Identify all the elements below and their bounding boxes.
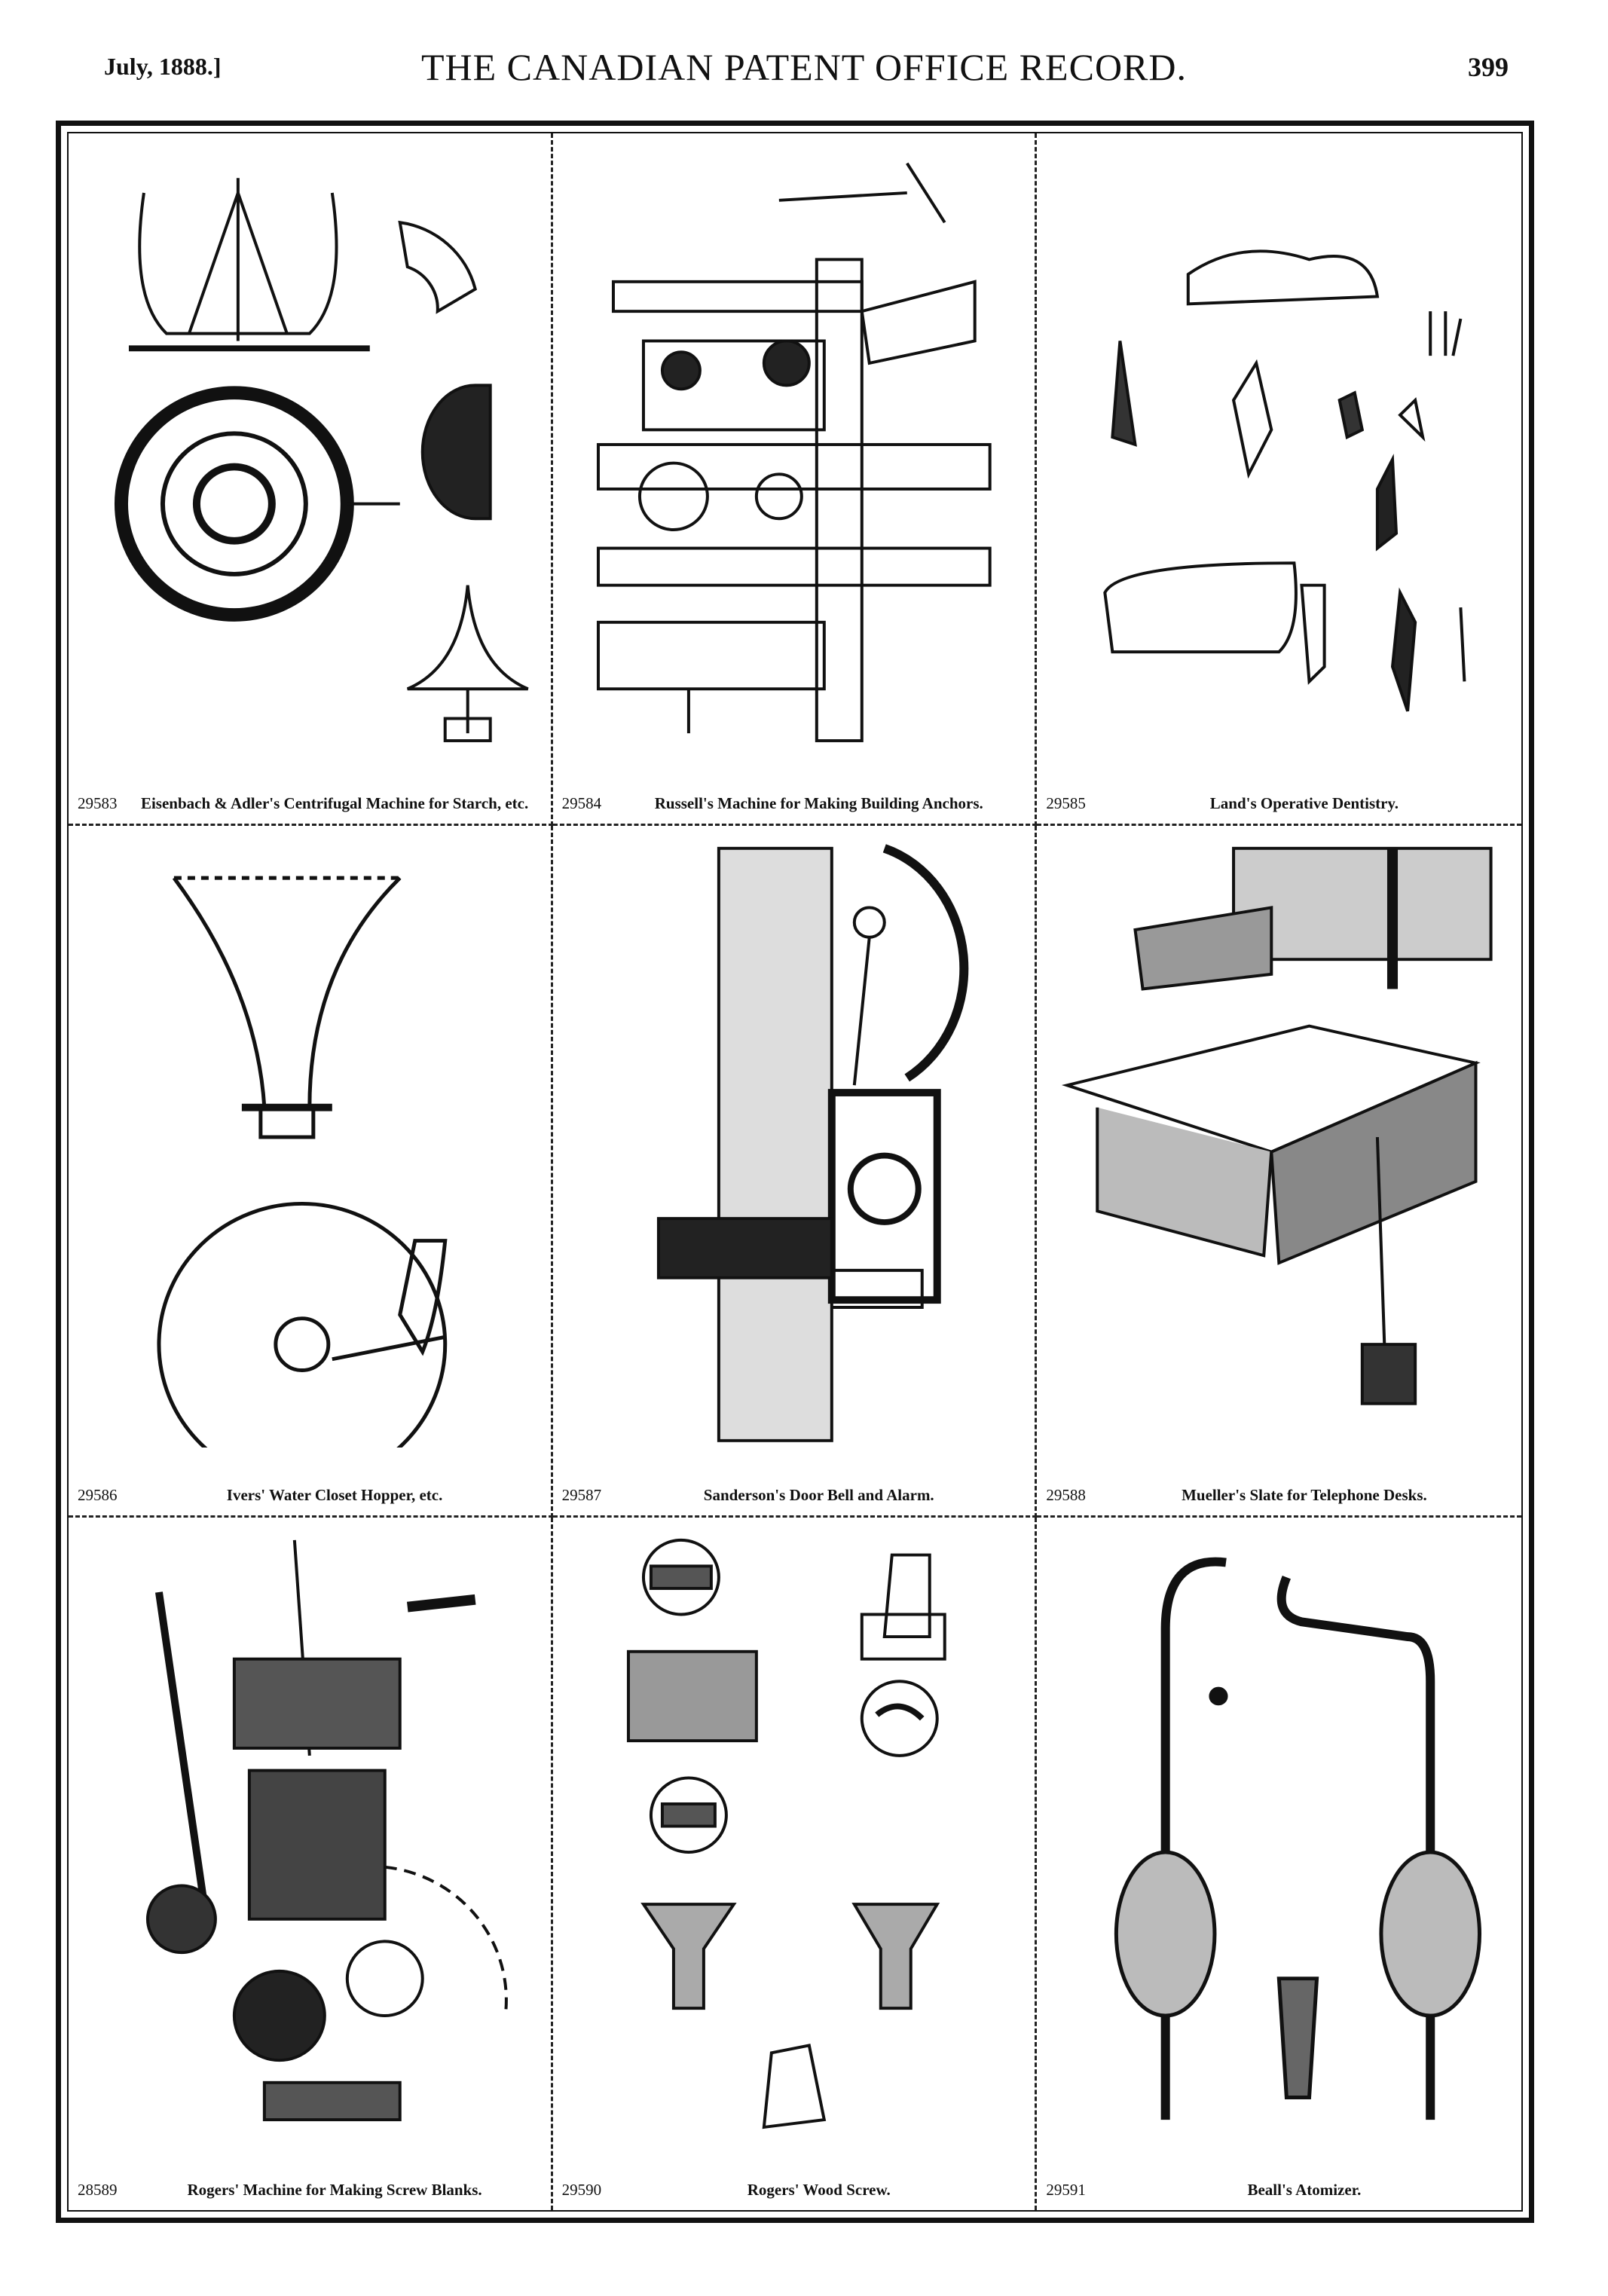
patent-cell: 29586 Ivers' Water Closet Hopper, etc. — [69, 825, 553, 1518]
patent-title: Mueller's Slate for Telephone Desks. — [1182, 1486, 1427, 1505]
patent-cell: 29587 Sanderson's Door Bell and Alarm. — [552, 825, 1038, 1518]
issue-date: July, 1888.] — [104, 53, 222, 80]
patent-title: Ivers' Water Closet Hopper, etc. — [226, 1486, 443, 1505]
patent-caption: 29590 Rogers' Wood Screw. — [562, 2180, 1026, 2200]
frame-inner-rule — [67, 132, 1523, 2212]
patent-cell: 28589 Rogers' Machine for Making Screw B… — [69, 1518, 553, 2210]
patent-number: 29590 — [561, 2181, 602, 2199]
patent-number: 29585 — [1046, 793, 1086, 812]
patent-number: 29591 — [1046, 2181, 1086, 2199]
screw-blank-machine-drawing — [84, 1533, 536, 2142]
illustration-frame: 29583 Eisenbach & Adler's Centrifugal Ma… — [56, 121, 1534, 2223]
patent-title: Russell's Machine for Making Building An… — [654, 793, 983, 812]
patent-caption: 29583 Eisenbach & Adler's Centrifugal Ma… — [78, 793, 542, 813]
centrifugal-machine-drawing — [84, 148, 536, 756]
page-number: 399 — [1468, 52, 1509, 82]
patent-number: 29586 — [78, 1486, 118, 1505]
patent-title: Rogers' Machine for Making Screw Blanks. — [187, 2181, 482, 2199]
building-anchor-machine-drawing — [568, 148, 1020, 756]
patent-caption: 29591 Beall's Atomizer. — [1046, 2180, 1512, 2200]
patent-caption: 29586 Ivers' Water Closet Hopper, etc. — [78, 1485, 542, 1505]
dentistry-drawing — [1052, 148, 1506, 756]
patent-cell: 29584 Russell's Machine for Making Build… — [552, 133, 1038, 826]
patent-title: Beall's Atomizer. — [1247, 2181, 1362, 2199]
page-header: July, 1888.] THE CANADIAN PATENT OFFICE … — [0, 45, 1608, 105]
patent-title: Land's Operative Dentistry. — [1209, 793, 1399, 812]
telephone-slate-drawing — [1052, 841, 1506, 1448]
patent-number: 28589 — [78, 2181, 118, 2199]
patent-cell: 29588 Mueller's Slate for Telephone Desk… — [1037, 826, 1521, 1518]
water-closet-hopper-drawing — [84, 841, 536, 1487]
patent-number: 29588 — [1046, 1486, 1086, 1505]
publication-title: THE CANADIAN PATENT OFFICE RECORD. — [420, 46, 1188, 88]
patent-number: 29583 — [78, 793, 118, 812]
atomizer-drawing — [1052, 1533, 1506, 2142]
patent-title: Rogers' Wood Screw. — [747, 2181, 891, 2199]
wood-screw-drawing — [568, 1533, 1020, 2142]
patent-caption: 29587 Sanderson's Door Bell and Alarm. — [562, 1485, 1026, 1505]
patent-cell: 29591 Beall's Atomizer. — [1037, 1518, 1521, 2210]
patent-caption: 28589 Rogers' Machine for Making Screw B… — [78, 2180, 542, 2200]
door-bell-drawing — [568, 841, 1020, 1448]
patent-caption: 29584 Russell's Machine for Making Build… — [562, 793, 1026, 813]
patent-caption: 29585 Land's Operative Dentistry. — [1046, 793, 1512, 813]
patent-title: Sanderson's Door Bell and Alarm. — [703, 1486, 934, 1505]
patent-cell: 29583 Eisenbach & Adler's Centrifugal Ma… — [69, 133, 553, 826]
patent-cell: 29590 Rogers' Wood Screw. — [553, 1518, 1038, 2210]
patent-grid: 29583 Eisenbach & Adler's Centrifugal Ma… — [69, 133, 1521, 2210]
patent-caption: 29588 Mueller's Slate for Telephone Desk… — [1046, 1485, 1512, 1505]
patent-cell: 29585 Land's Operative Dentistry. — [1037, 133, 1521, 826]
patent-number: 29584 — [561, 793, 602, 812]
patent-number: 29587 — [561, 1486, 602, 1505]
patent-title: Eisenbach & Adler's Centrifugal Machine … — [140, 793, 529, 812]
